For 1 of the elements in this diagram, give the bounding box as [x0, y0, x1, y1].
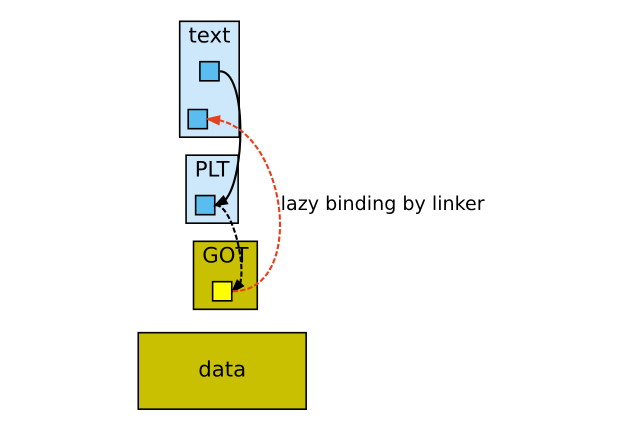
- edge-label: lazy binding by linker: [280, 192, 484, 215]
